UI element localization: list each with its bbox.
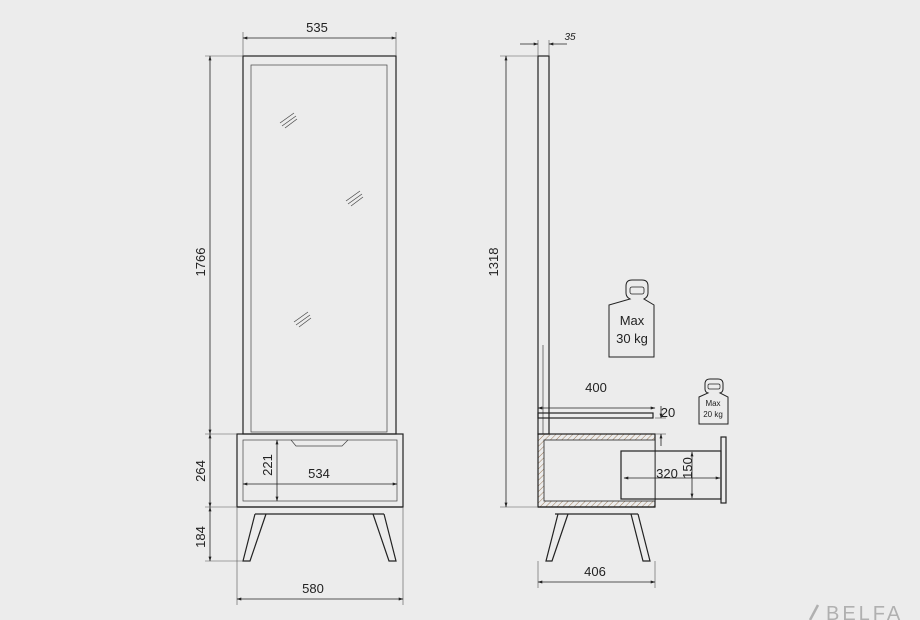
dim-mirror-height: 1318 — [486, 248, 501, 277]
shelf-top — [537, 412, 654, 419]
weight-30kg-line2: 30 kg — [616, 331, 648, 346]
side-view: 35 1318 400 20 320 150 406 — [486, 32, 727, 588]
front-legs — [237, 506, 403, 562]
drawer-front — [242, 439, 398, 502]
weight-20kg-line2: 20 kg — [703, 410, 723, 419]
dim-leg-height: 184 — [193, 526, 208, 548]
dim-drawer-width: 534 — [308, 466, 330, 481]
weight-20kg-icon: Max 20 kg — [698, 378, 729, 425]
dim-shelf-depth: 400 — [585, 380, 607, 395]
drawer-handle — [290, 439, 349, 447]
cabinet-interior — [543, 439, 656, 502]
dim-width-top: 535 — [306, 20, 328, 35]
dim-drawer-depth: 320 — [656, 466, 678, 481]
drawer-front-side — [720, 436, 727, 504]
mirror-glare-icon — [279, 112, 364, 328]
brand-name: BELFA — [826, 603, 903, 620]
weight-20kg-line1: Max — [705, 399, 720, 408]
dim-frame-depth: 35 — [564, 32, 576, 43]
mirror-side-panel — [537, 55, 550, 435]
front-view: 535 1766 264 184 221 534 580 — [193, 20, 404, 605]
dim-height-total: 1766 — [193, 248, 208, 277]
weight-30kg-line1: Max — [620, 313, 645, 328]
mirror-glass — [250, 64, 388, 433]
brand-logo: BELFA — [808, 603, 903, 620]
side-legs — [538, 506, 655, 562]
weight-30kg-icon: Max 30 kg — [608, 279, 655, 358]
dim-width-bottom: 580 — [302, 581, 324, 596]
mirror-frame — [242, 55, 397, 435]
dim-cabinet-height: 264 — [193, 460, 208, 482]
dim-total-depth: 406 — [584, 564, 606, 579]
dim-drawer-height-side: 150 — [680, 457, 695, 479]
dim-shelf-thickness: 20 — [661, 405, 675, 420]
dim-drawer-height: 221 — [260, 454, 275, 476]
